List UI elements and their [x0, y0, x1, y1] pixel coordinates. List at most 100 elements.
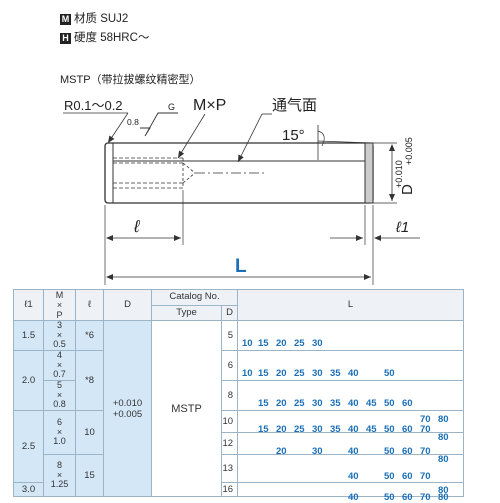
l-value: 70	[420, 445, 431, 457]
l-value: 45	[366, 423, 377, 435]
d-value-cell: 13	[220, 454, 239, 483]
l-value: 45	[366, 397, 377, 409]
l-value: 15	[258, 397, 269, 409]
d-value-cell: 8	[220, 380, 239, 411]
l-value: 40	[348, 445, 359, 457]
tol-upper: +0.010	[394, 160, 404, 188]
l-value: 10	[242, 337, 253, 349]
l-value: 40	[348, 423, 359, 435]
l-value: 30	[312, 367, 323, 379]
l-value: 40	[348, 491, 359, 503]
l-value: 15	[258, 367, 269, 379]
l-values-row: 10 15 20 25 30	[237, 320, 465, 351]
l-value: 40	[348, 367, 359, 379]
header-type: Type	[151, 304, 222, 321]
d-tolerance-cell: +0.010+0.005	[103, 320, 152, 497]
mxp-cell: 4×0.7	[43, 350, 76, 381]
mxp-cell: 8×1.25	[43, 454, 76, 497]
l-value: 70	[420, 470, 431, 482]
header-d: D	[103, 289, 152, 321]
l-value: 35	[330, 423, 341, 435]
l1-cell: 1.5	[13, 320, 44, 351]
l-value: 70	[420, 423, 431, 435]
l-value: 20	[276, 397, 287, 409]
l-value: 60	[402, 470, 413, 482]
l-value: 40	[348, 397, 359, 409]
l-value: 15	[258, 423, 269, 435]
l-cell: *8	[75, 350, 104, 411]
l1-cell: 2.0	[13, 350, 44, 411]
l-value: 25	[294, 423, 305, 435]
l-value: 25	[294, 337, 305, 349]
l-value: 60	[402, 491, 413, 503]
d-value-cell: 12	[220, 432, 239, 455]
l-value: 20	[276, 337, 287, 349]
hardness-spec: H 硬度 58HRC～	[60, 31, 149, 45]
l-value: 70	[420, 491, 431, 503]
header-d2: D	[220, 304, 239, 321]
type-cell: MSTP	[151, 320, 222, 497]
mxp-cell: 5×0.8	[43, 380, 76, 411]
l-value: 50	[384, 397, 395, 409]
l-label: ℓ	[133, 217, 140, 236]
hardness-text: 硬度 58HRC～	[74, 32, 150, 44]
l-value: 50	[384, 445, 395, 457]
header-mxp: M×P	[43, 289, 76, 321]
material-badge-icon: M	[60, 13, 71, 25]
technical-drawing: R0.1～0.2 0.8 G M×P 通气面 15° D +0.010 +0.0…	[63, 97, 420, 285]
l-value: 50	[384, 423, 395, 435]
spec-table: ℓ1 M×P ℓ D Catalog No. L Type D 1.5 3×0.…	[13, 289, 465, 503]
material-text: 材质 SUJ2	[74, 13, 129, 25]
l-value: 35	[330, 397, 341, 409]
l-value: 60	[402, 397, 413, 409]
header-l: ℓ	[75, 289, 104, 321]
d-value-cell: 10	[220, 410, 239, 433]
l-values-row: 40 50 60 70 80	[237, 482, 465, 503]
l-value: 10	[242, 367, 253, 379]
surface-finish-icon	[140, 112, 178, 137]
l-value: 30	[312, 397, 323, 409]
d-label: D	[399, 184, 416, 195]
angle-label: 15°	[282, 127, 305, 144]
vent-label: 通气面	[272, 97, 317, 114]
d-value-cell: 16	[220, 482, 239, 497]
surface-value: 0.8	[127, 117, 139, 127]
l-cell: 10	[75, 410, 104, 455]
tol-lower-visible: +0.005	[404, 137, 414, 165]
l1-cell: 2.5	[13, 410, 44, 483]
header-catalog: Catalog No.	[150, 289, 239, 306]
l-value: 30	[312, 423, 323, 435]
header-l1: ℓ1	[13, 289, 44, 321]
l1-cell: 3.0	[13, 482, 44, 497]
hardness-badge-icon: H	[60, 32, 71, 44]
l-cell: *6	[75, 320, 104, 351]
l1-label: ℓ1	[395, 219, 409, 236]
mxp-cell: 6×1.0	[43, 410, 76, 455]
l-value: 20	[276, 367, 287, 379]
l-value: 50	[384, 491, 395, 503]
l-value: 30	[312, 445, 323, 457]
mxp-cell: 3×0.5	[43, 320, 76, 351]
l-value: 30	[312, 337, 323, 349]
surface-mark: G	[168, 102, 175, 112]
l-value: 60	[402, 445, 413, 457]
l-value: 80	[438, 491, 449, 503]
chamfer-label: R0.1～0.2	[64, 98, 123, 113]
l-value: 20	[276, 423, 287, 435]
header-L: L	[237, 289, 465, 321]
l-cell: 15	[75, 454, 104, 497]
l-value: 25	[294, 367, 305, 379]
l-value: 20	[276, 445, 287, 457]
d-value-cell: 6	[220, 350, 239, 381]
l-value: 35	[330, 367, 341, 379]
l-value: 60	[402, 423, 413, 435]
thread-label: M×P	[193, 97, 226, 114]
L-label: L	[235, 256, 247, 277]
l-value: 25	[294, 397, 305, 409]
material-spec: M 材质 SUJ2	[60, 12, 128, 26]
l-value: 15	[258, 337, 269, 349]
l-value: 50	[384, 470, 395, 482]
